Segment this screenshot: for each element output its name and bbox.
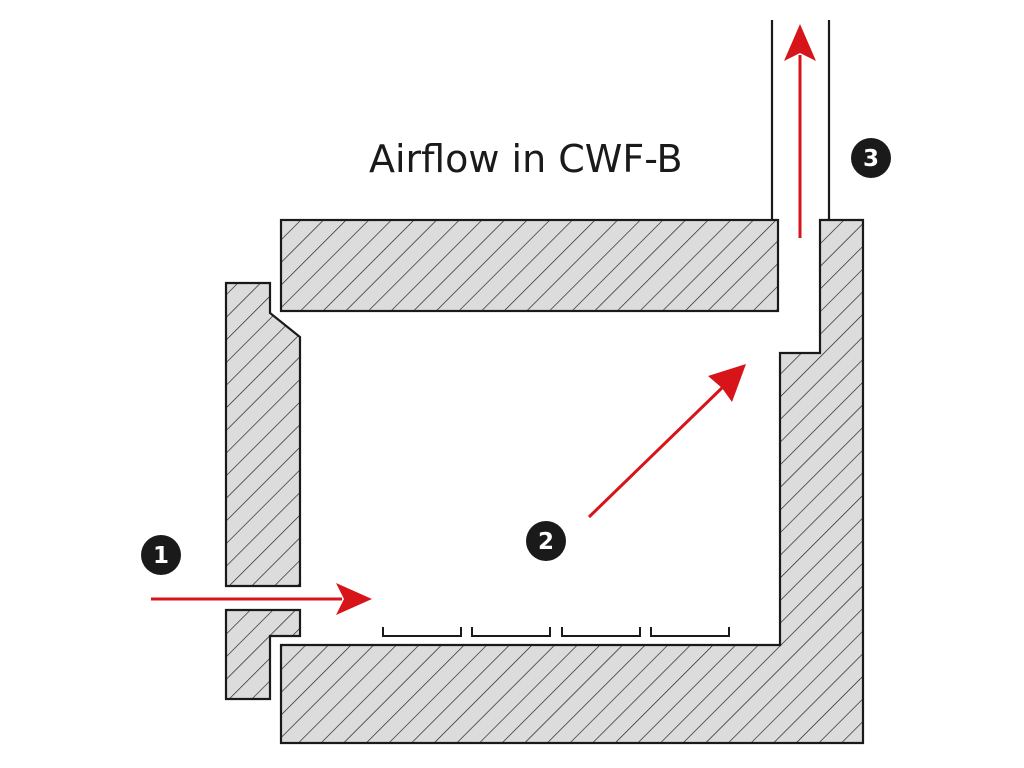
marker-3: 3 xyxy=(851,138,891,178)
grate-slat xyxy=(650,627,730,637)
grate-slat xyxy=(382,627,462,637)
door-lower-panel xyxy=(224,608,302,701)
door-upper-panel xyxy=(224,281,302,588)
marker-2: 2 xyxy=(526,521,566,561)
diagram-title: Airflow in CWF-B xyxy=(369,137,683,181)
right-bottom-wall xyxy=(279,218,865,745)
grate-slat xyxy=(471,627,551,637)
svg-text:2: 2 xyxy=(538,529,554,555)
svg-text:3: 3 xyxy=(863,146,879,172)
inlet-arrow xyxy=(151,583,372,615)
svg-text:1: 1 xyxy=(153,543,169,569)
combustion-arrow xyxy=(587,364,746,519)
marker-1: 1 xyxy=(141,535,181,575)
grate-slat xyxy=(561,627,641,637)
outlet-arrow xyxy=(784,24,816,238)
top-wall xyxy=(279,218,780,313)
